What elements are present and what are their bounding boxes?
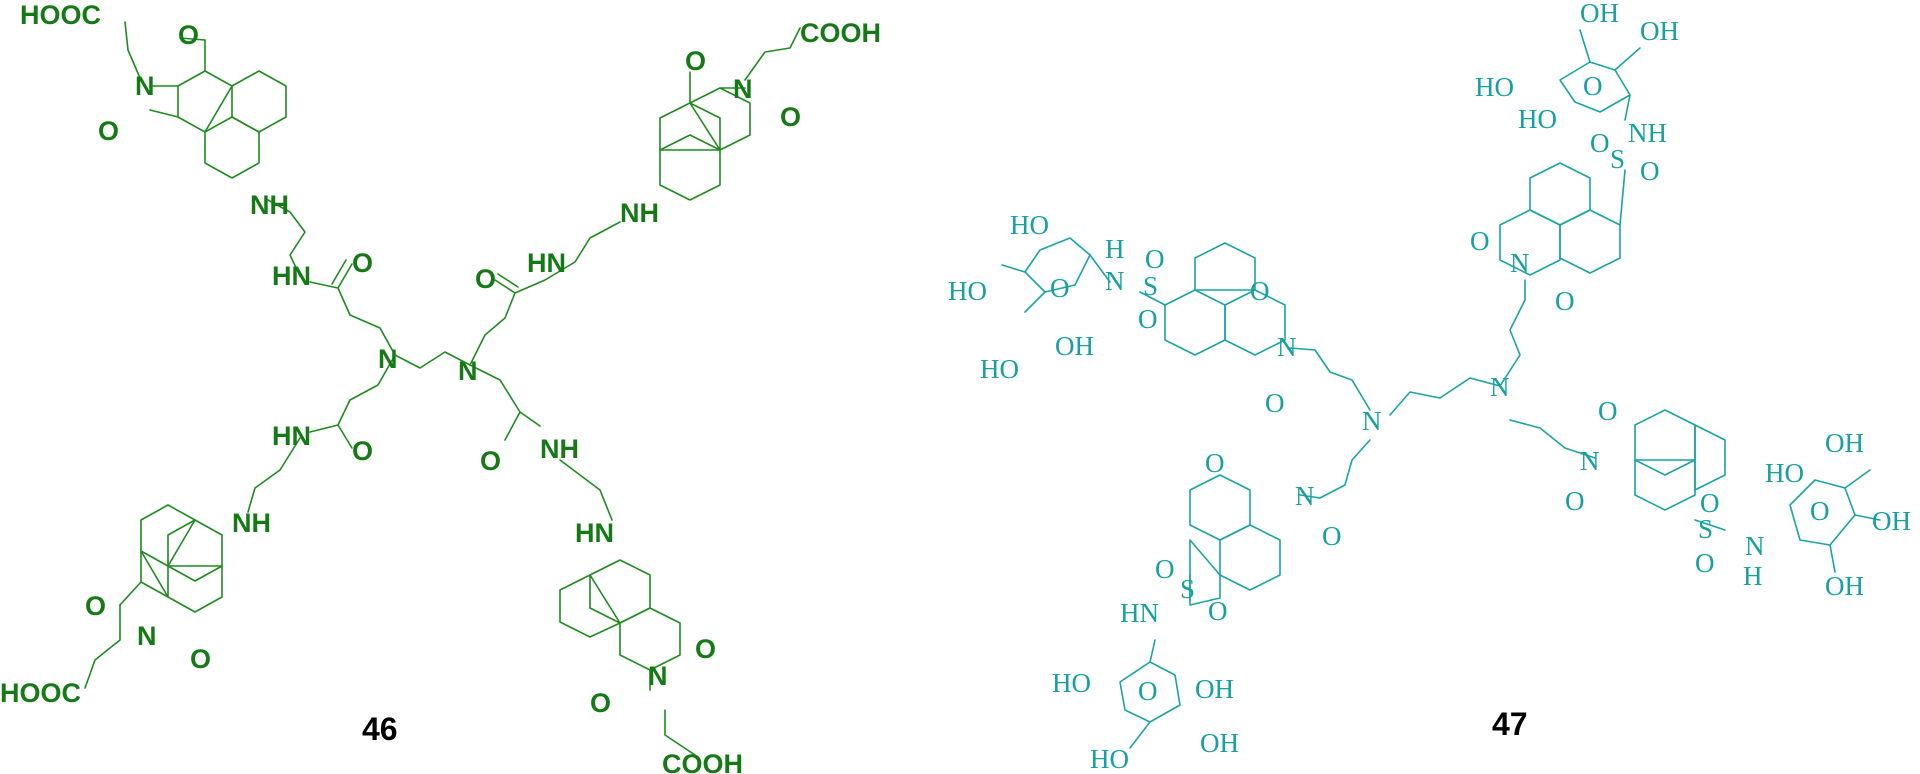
c46-n-center-1: N xyxy=(378,344,398,374)
compound-46: HOOC O N O NH HN O N N O HN NH O N O COO… xyxy=(0,0,881,774)
c47-o-s2b: O xyxy=(1138,304,1158,334)
c47-oh-6: OH xyxy=(1825,571,1864,601)
c46-n-4: N xyxy=(648,661,668,691)
c46-o-2: O xyxy=(98,116,119,146)
c47-ho-8: HO xyxy=(1090,744,1129,774)
c47-o-s3b: O xyxy=(1695,548,1715,578)
c46-hn-4: HN xyxy=(575,518,614,548)
c47-o-s2a: O xyxy=(1145,244,1165,274)
c47-o-4: O xyxy=(1265,388,1285,418)
c47-oh-7: OH xyxy=(1195,674,1234,704)
c46-o-1: O xyxy=(178,20,199,50)
c46-n-2: N xyxy=(733,74,753,104)
compound-46-bonds xyxy=(84,21,801,756)
c47-n-6: N xyxy=(1295,481,1315,511)
c47-s-2: S xyxy=(1143,271,1158,301)
c47-o-1: O xyxy=(1470,226,1490,256)
c47-n-2: N xyxy=(1105,266,1125,296)
c46-n-center-2: N xyxy=(458,356,478,386)
c47-ho-3: HO xyxy=(1010,210,1049,240)
c47-ho-1: HO xyxy=(1475,72,1514,102)
compound-46-labels: HOOC O N O NH HN O N N O HN NH O N O COO… xyxy=(0,0,881,774)
c47-ho-2: HO xyxy=(1518,104,1557,134)
c47-oh-8: OH xyxy=(1200,728,1239,758)
c46-hn-2: HN xyxy=(527,248,566,278)
c47-o-8: O xyxy=(1322,521,1342,551)
c47-o-s4a: O xyxy=(1155,554,1175,584)
c46-n-3: N xyxy=(137,621,157,651)
c46-o-7: O xyxy=(352,436,373,466)
c47-ho-6: HO xyxy=(1765,458,1804,488)
c47-h-1: H xyxy=(1105,234,1125,264)
c47-oh-5: OH xyxy=(1872,506,1911,536)
c46-o-3: O xyxy=(352,248,373,278)
compound-47-labels: OH OH HO O HO NH O S O O N O HO H N O S … xyxy=(948,0,1911,774)
c46-cooh-bottom: COOH xyxy=(662,749,743,774)
c46-o-12: O xyxy=(590,688,611,718)
c47-o-6: O xyxy=(1565,486,1585,516)
c47-n-center-1: N xyxy=(1362,406,1382,436)
c47-o-ring-1: O xyxy=(1583,71,1603,101)
c47-o-ring-3: O xyxy=(1810,496,1830,526)
c47-h-2: H xyxy=(1743,561,1763,591)
c47-oh-3: OH xyxy=(1055,331,1094,361)
c46-hn-3: HN xyxy=(272,421,311,451)
c46-nh-3: NH xyxy=(232,508,271,538)
c46-hooc-top: HOOC xyxy=(20,0,101,30)
c47-n-3: N xyxy=(1277,332,1297,362)
c46-o-9: O xyxy=(190,644,211,674)
c47-ho-4: HO xyxy=(948,276,987,306)
c46-nh-4: NH xyxy=(540,434,579,464)
compound-47: OH OH HO O HO NH O S O O N O HO H N O S … xyxy=(948,0,1911,774)
c47-o-7: O xyxy=(1205,448,1225,478)
compound-46-caption: 46 xyxy=(362,711,398,747)
c47-n-5: N xyxy=(1745,531,1765,561)
c47-o-2: O xyxy=(1555,286,1575,316)
c47-n-4: N xyxy=(1580,446,1600,476)
c46-o-4: O xyxy=(475,264,496,294)
c46-hn-1: HN xyxy=(272,261,311,291)
c47-ho-5: HO xyxy=(980,354,1019,384)
c47-o-s1a: O xyxy=(1590,128,1610,158)
c47-nh-1: NH xyxy=(1628,118,1667,148)
c47-o-ring-4: O xyxy=(1138,676,1158,706)
c47-o-5: O xyxy=(1598,396,1618,426)
c47-o-s3a: O xyxy=(1700,488,1720,518)
c46-o-10: O xyxy=(480,446,501,476)
c47-o-3: O xyxy=(1250,276,1270,306)
compound-47-bonds xyxy=(1001,29,1881,749)
c47-n-center-2: N xyxy=(1490,372,1510,402)
c47-s-4: S xyxy=(1180,574,1195,604)
c47-oh-4: OH xyxy=(1825,428,1864,458)
c47-o-s4b: O xyxy=(1208,596,1228,626)
c46-hooc-bottom: HOOC xyxy=(0,678,81,708)
compound-47-caption: 47 xyxy=(1492,706,1528,742)
c47-hn-1: HN xyxy=(1120,598,1159,628)
c47-s-3: S xyxy=(1698,514,1713,544)
c47-o-ring-2: O xyxy=(1050,273,1070,303)
c47-s-1: S xyxy=(1610,144,1625,174)
c46-cooh-top: COOH xyxy=(800,18,881,48)
c46-o-11: O xyxy=(695,634,716,664)
c47-oh-1: OH xyxy=(1580,0,1619,28)
c46-o-6: O xyxy=(780,102,801,132)
c47-n-1: N xyxy=(1510,248,1530,278)
c46-n-1: N xyxy=(135,71,155,101)
c46-nh-1: NH xyxy=(250,190,289,220)
c47-o-s1b: O xyxy=(1640,156,1660,186)
c46-nh-2: NH xyxy=(620,198,659,228)
c47-oh-2: OH xyxy=(1640,16,1679,46)
c47-ho-7: HO xyxy=(1052,668,1091,698)
c46-o-5: O xyxy=(685,46,706,76)
c46-o-8: O xyxy=(85,591,106,621)
